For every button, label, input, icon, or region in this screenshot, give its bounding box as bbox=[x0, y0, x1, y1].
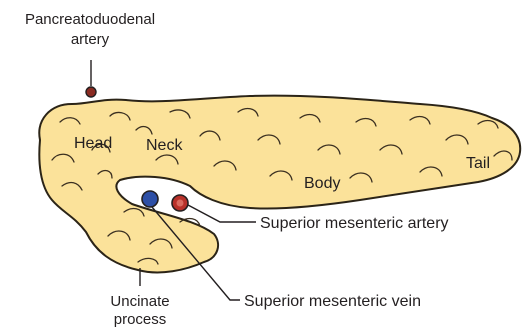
pancreatoduodenal-artery-dot bbox=[86, 87, 96, 97]
superior-mesenteric-vein-dot bbox=[142, 191, 158, 207]
head-label: Head bbox=[74, 135, 112, 152]
pancreatoduodenal-label-line1: Pancreatoduodenal bbox=[25, 11, 155, 28]
tail-label: Tail bbox=[466, 155, 490, 172]
superior-mesenteric-vein-label: Superior mesenteric vein bbox=[244, 293, 421, 310]
uncinate-label-line2: process bbox=[114, 311, 167, 328]
uncinate-label-line1: Uncinate bbox=[110, 293, 169, 310]
neck-label: Neck bbox=[146, 137, 183, 154]
superior-mesenteric-artery-lumen bbox=[177, 200, 184, 207]
body-label: Body bbox=[304, 175, 340, 192]
pancreas-outline bbox=[39, 96, 520, 273]
superior-mesenteric-artery-label: Superior mesenteric artery bbox=[260, 215, 449, 232]
pancreatoduodenal-label-line2: artery bbox=[71, 31, 110, 48]
